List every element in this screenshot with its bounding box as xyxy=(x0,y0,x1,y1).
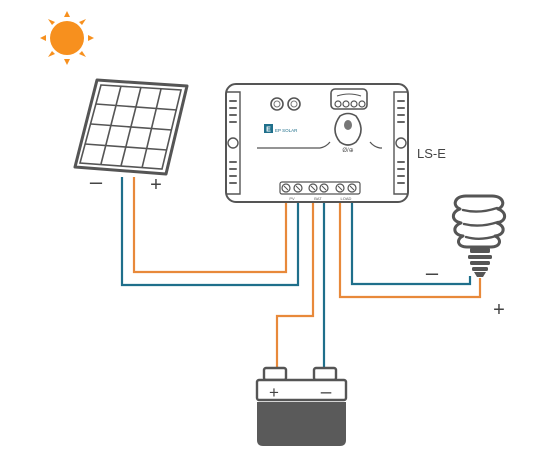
panel-minus-label: – xyxy=(90,169,103,194)
indicator-window xyxy=(330,88,368,110)
model-label: LS-E xyxy=(417,146,446,161)
svg-text:E: E xyxy=(266,127,271,134)
charge-controller-icon: E EP SOLAR Ø/⊕ PV BAT LOAD xyxy=(225,83,409,203)
terminal-mark-bat: BAT xyxy=(314,196,322,201)
mode-button xyxy=(334,112,362,146)
brand-logo: E EP SOLAR xyxy=(264,124,298,134)
sun-icon xyxy=(40,11,94,65)
load-plus-label: + xyxy=(493,299,505,321)
battery-minus-label: – xyxy=(321,382,332,403)
battery-positive-wire xyxy=(275,199,315,368)
battery-icon: + – xyxy=(255,366,348,446)
terminal-mark-load: LOAD xyxy=(341,196,352,201)
terminal-mark-pv: PV xyxy=(289,196,295,201)
solar-panel-icon: – + xyxy=(73,78,189,196)
panel-positive-wire xyxy=(132,177,288,274)
wires xyxy=(120,177,482,368)
panel-negative-wire xyxy=(120,177,300,287)
brand-logo-text: EP SOLAR xyxy=(275,128,298,133)
load-positive-wire xyxy=(338,199,482,299)
light-bulb-icon: – + xyxy=(426,194,507,321)
load-negative-wire xyxy=(350,199,472,286)
terminal-block: PV BAT LOAD xyxy=(279,181,361,201)
panel-plus-label: + xyxy=(150,174,162,196)
battery-plus-label: + xyxy=(269,383,279,402)
button-symbol: Ø/⊕ xyxy=(342,148,353,154)
load-minus-label: – xyxy=(426,260,439,285)
status-leds xyxy=(270,97,301,111)
